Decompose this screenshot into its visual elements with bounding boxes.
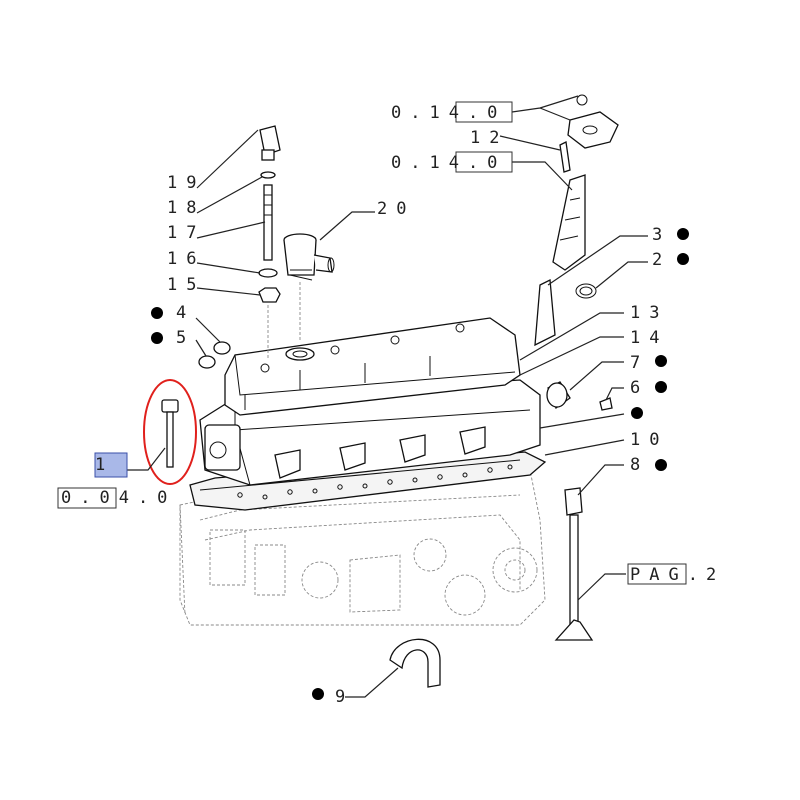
- label-14: 14: [630, 328, 668, 348]
- label-4: 4: [176, 303, 195, 323]
- label-040: 0.04.0: [61, 488, 176, 508]
- selected-label-box[interactable]: [94, 452, 128, 478]
- part-labels: 0.14.0 12 0.14.0 19 18 17 16 15 20 3 2 4…: [61, 103, 725, 707]
- label-boxes: [57, 101, 687, 585]
- label-1[interactable]: 1: [95, 455, 114, 475]
- label-2: 2: [652, 250, 671, 270]
- injector-assembly: [534, 94, 619, 347]
- breather-valve: [283, 233, 335, 340]
- label-7: 7: [630, 353, 649, 373]
- label-16: 16: [167, 249, 205, 269]
- label-8: 8: [630, 455, 649, 475]
- highlight-circle: [143, 379, 197, 485]
- label-17: 17: [167, 223, 205, 243]
- label-pag: PAG.: [630, 565, 707, 585]
- label-014-mid: 0.14.0: [391, 153, 506, 173]
- cover-fastener-stack: [258, 125, 281, 360]
- label-20: 20: [377, 199, 415, 219]
- label-15: 15: [167, 275, 205, 295]
- label-014-top: 0.14.0: [391, 103, 506, 123]
- label-10: 10: [630, 430, 668, 450]
- leader-lines: [127, 95, 648, 698]
- highlighted-bolt[interactable]: [143, 379, 197, 485]
- engine-valve: [554, 514, 594, 641]
- coolant-hose: [389, 638, 441, 688]
- label-12: 12: [470, 128, 508, 148]
- label-13: 13: [630, 303, 668, 323]
- label-19: 19: [167, 173, 205, 193]
- label-9: 9: [335, 687, 354, 707]
- label-18: 18: [167, 198, 205, 218]
- label-pag-number: 2: [706, 565, 725, 585]
- label-5: 5: [176, 328, 195, 348]
- label-6: 6: [630, 378, 649, 398]
- label-3: 3: [652, 225, 671, 245]
- bullet-markers: [151, 228, 689, 700]
